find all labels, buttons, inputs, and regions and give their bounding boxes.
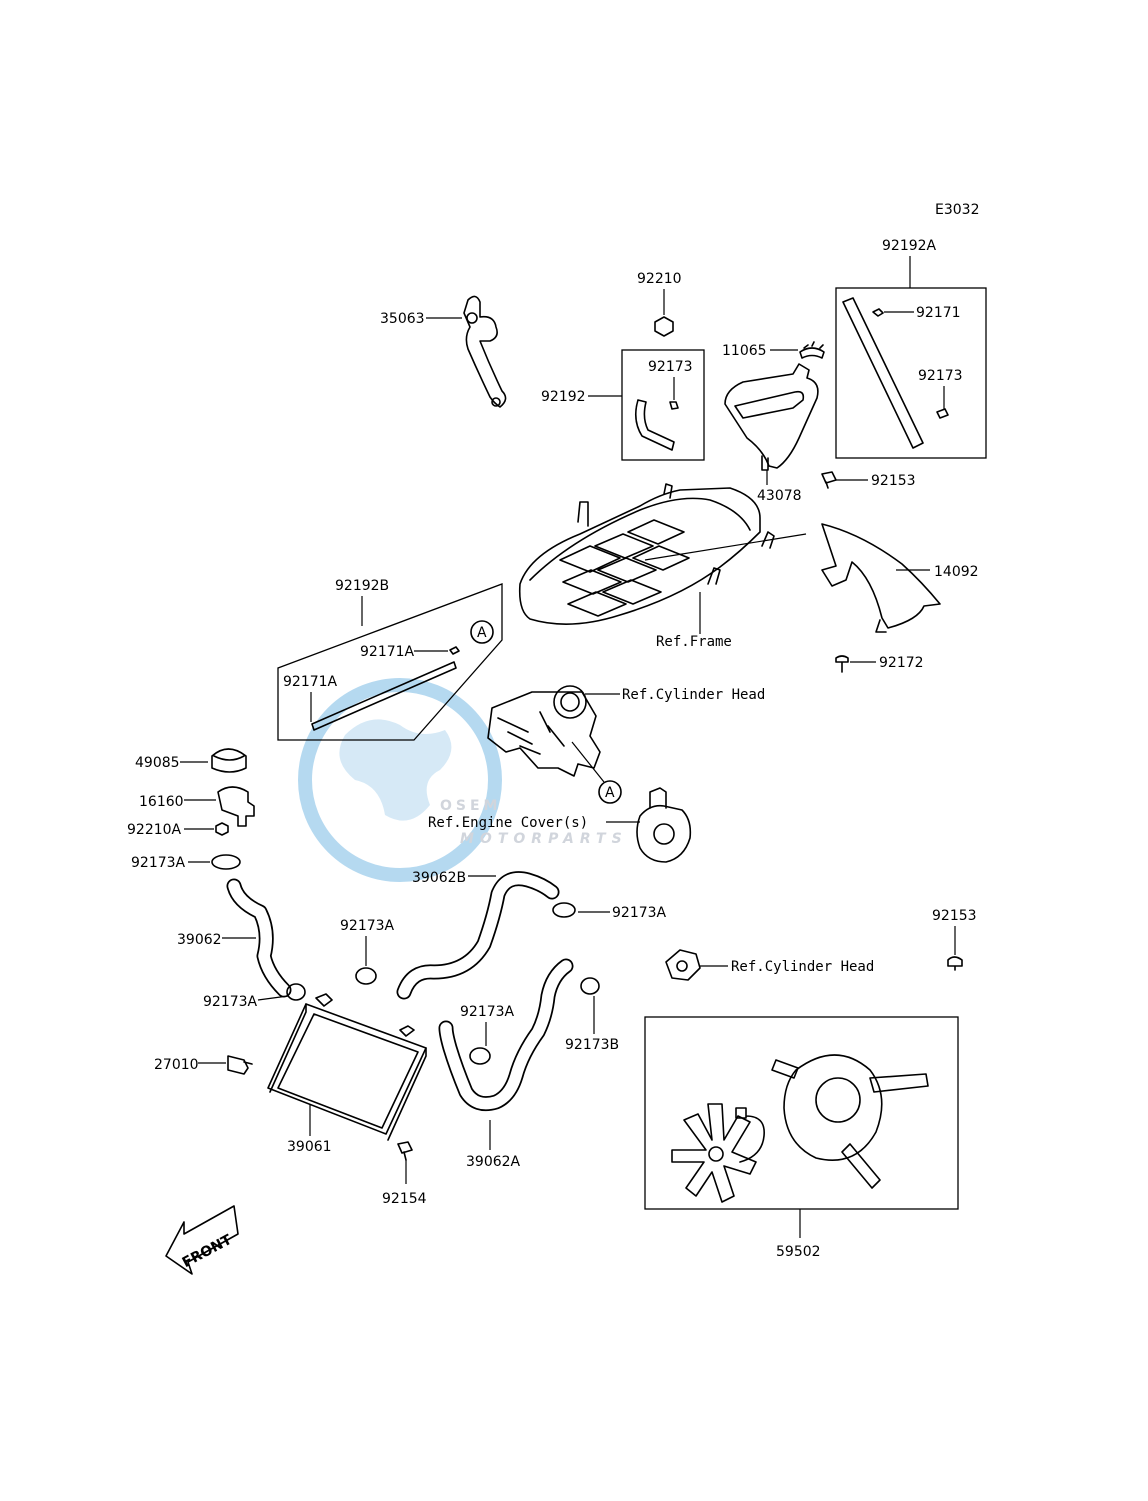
box-92192: [621, 349, 705, 461]
switch-27010: [227, 1055, 253, 1075]
cylinder-head-outline: [487, 691, 601, 777]
group-92192: 92192 92173: [541, 349, 705, 461]
fan-shroud: [783, 1054, 883, 1161]
bolt-92153-top: [821, 471, 837, 489]
part-label-92192B[interactable]: 92192B: [335, 578, 389, 594]
group-hose-39062B: 39062B 92173A 92173A: [340, 870, 667, 1000]
part-label-39062[interactable]: 39062: [177, 932, 222, 948]
watermark-sub: MOTORPARTS: [460, 831, 628, 847]
part-label-92173A-1[interactable]: 92173A: [131, 855, 186, 871]
front-arrow-icon: FRONT: [165, 1205, 239, 1275]
fan-blade: [671, 1103, 757, 1203]
ref-engine-cover[interactable]: Ref.Engine Cover(s): [428, 815, 588, 831]
part-label-11065[interactable]: 11065: [722, 343, 767, 359]
part-label-92171A-2[interactable]: 92171A: [283, 674, 338, 690]
group-fan: 59502: [644, 1016, 959, 1260]
box-92192B: [277, 583, 503, 741]
part-label-14092[interactable]: 14092: [934, 564, 979, 580]
part-label-92172[interactable]: 92172: [879, 655, 924, 671]
radiator-39061: [267, 1003, 427, 1135]
bracket-35063: [463, 295, 507, 408]
part-label-92173B[interactable]: 92173B: [565, 1037, 619, 1053]
part-label-43078[interactable]: 43078: [757, 488, 802, 504]
neck-16160: [217, 786, 255, 827]
part-label-39062B[interactable]: 39062B: [412, 870, 466, 886]
shroud-14092: [821, 523, 941, 629]
group-filler: 49085 16160 92210A: [127, 748, 255, 838]
cap-11065: [799, 341, 825, 359]
group-radiator: 39061 27010 92154: [154, 993, 427, 1207]
clamp-92173A-3: [286, 983, 306, 1001]
diagram-code: E3032: [935, 202, 979, 218]
cap-49085: [211, 748, 247, 773]
part-label-92173-right[interactable]: 92173: [918, 368, 963, 384]
part-label-92173A-2[interactable]: 92173A: [612, 905, 667, 921]
clamp-92173A-1: [211, 854, 241, 870]
group-frame: Ref.Frame: [518, 483, 807, 650]
group-hose-39062A: 92173A 92173B 39062A: [438, 958, 619, 1170]
watermark-continents-icon: [339, 719, 452, 821]
group-92192A: 92192A 92171 92173: [835, 238, 987, 459]
part-label-92173A-5[interactable]: 92173A: [460, 1004, 515, 1020]
group-92172: 92172: [835, 655, 924, 673]
screw-92172: [835, 655, 849, 673]
box-92192A: [835, 287, 987, 459]
ref-frame[interactable]: Ref.Frame: [656, 634, 732, 650]
group-thermostat: Ref.Cylinder Head 92153: [665, 908, 977, 981]
box-59502: [644, 1016, 959, 1210]
nut-92210: [654, 316, 674, 337]
part-label-92154[interactable]: 92154: [382, 1191, 427, 1207]
clamp-92173A-2: [552, 902, 576, 918]
ref-circle-a-2[interactable]: A: [605, 785, 615, 801]
part-label-49085[interactable]: 49085: [135, 755, 180, 771]
group-35063: 35063: [380, 295, 507, 408]
hose-92192: [634, 399, 675, 451]
part-label-39061[interactable]: 39061: [287, 1139, 332, 1155]
bolt-92153-right: [947, 956, 963, 971]
part-label-39062A[interactable]: 39062A: [466, 1154, 521, 1170]
group-92192B: 92192B 92171A 92171A A: [277, 578, 503, 741]
group-cylinder-head: Ref.Cylinder Head A: [487, 685, 765, 804]
part-label-92173A-3[interactable]: 92173A: [203, 994, 258, 1010]
pipe-92192A: [842, 297, 924, 449]
reservoir-43078: [724, 363, 819, 469]
part-label-92173-box[interactable]: 92173: [648, 359, 693, 375]
group-hose-39062: 92173A 39062 92173A: [131, 854, 306, 1010]
part-label-92192[interactable]: 92192: [541, 389, 586, 405]
nut-92210A: [215, 822, 229, 836]
ref-cylinder-head-1[interactable]: Ref.Cylinder Head: [622, 687, 765, 703]
group-reservoir: 11065 43078 92153: [722, 341, 916, 504]
group-92210: 92210: [637, 271, 682, 337]
ref-cylinder-head-2[interactable]: Ref.Cylinder Head: [731, 959, 874, 975]
clamp-92173A-5: [469, 1047, 491, 1065]
part-label-92210A[interactable]: 92210A: [127, 822, 182, 838]
watermark-brand: OSEM: [440, 798, 501, 814]
pipe-92192B: [311, 661, 457, 731]
frame-tray: [518, 487, 761, 625]
part-label-35063[interactable]: 35063: [380, 311, 425, 327]
ref-circle-a-1[interactable]: A: [477, 625, 487, 641]
clamp-92173B: [580, 977, 600, 995]
part-label-59502[interactable]: 59502: [776, 1244, 821, 1260]
part-label-92192A[interactable]: 92192A: [882, 238, 937, 254]
part-label-92210[interactable]: 92210: [637, 271, 682, 287]
part-label-92173A-4[interactable]: 92173A: [340, 918, 395, 934]
part-label-27010[interactable]: 27010: [154, 1057, 199, 1073]
part-label-92153-top[interactable]: 92153: [871, 473, 916, 489]
group-engine-cover: Ref.Engine Cover(s): [428, 787, 692, 863]
engine-cover-pump: [636, 804, 692, 863]
part-label-92171A-1[interactable]: 92171A: [360, 644, 415, 660]
bolt-92154: [397, 1141, 413, 1161]
front-label: FRONT: [180, 1232, 235, 1271]
part-label-92153-right[interactable]: 92153: [932, 908, 977, 924]
clamp-92173A-4: [355, 967, 377, 985]
group-14092: 14092: [821, 523, 979, 633]
thermostat-housing: [665, 949, 701, 981]
part-label-16160[interactable]: 16160: [139, 794, 184, 810]
part-label-92171[interactable]: 92171: [916, 305, 961, 321]
